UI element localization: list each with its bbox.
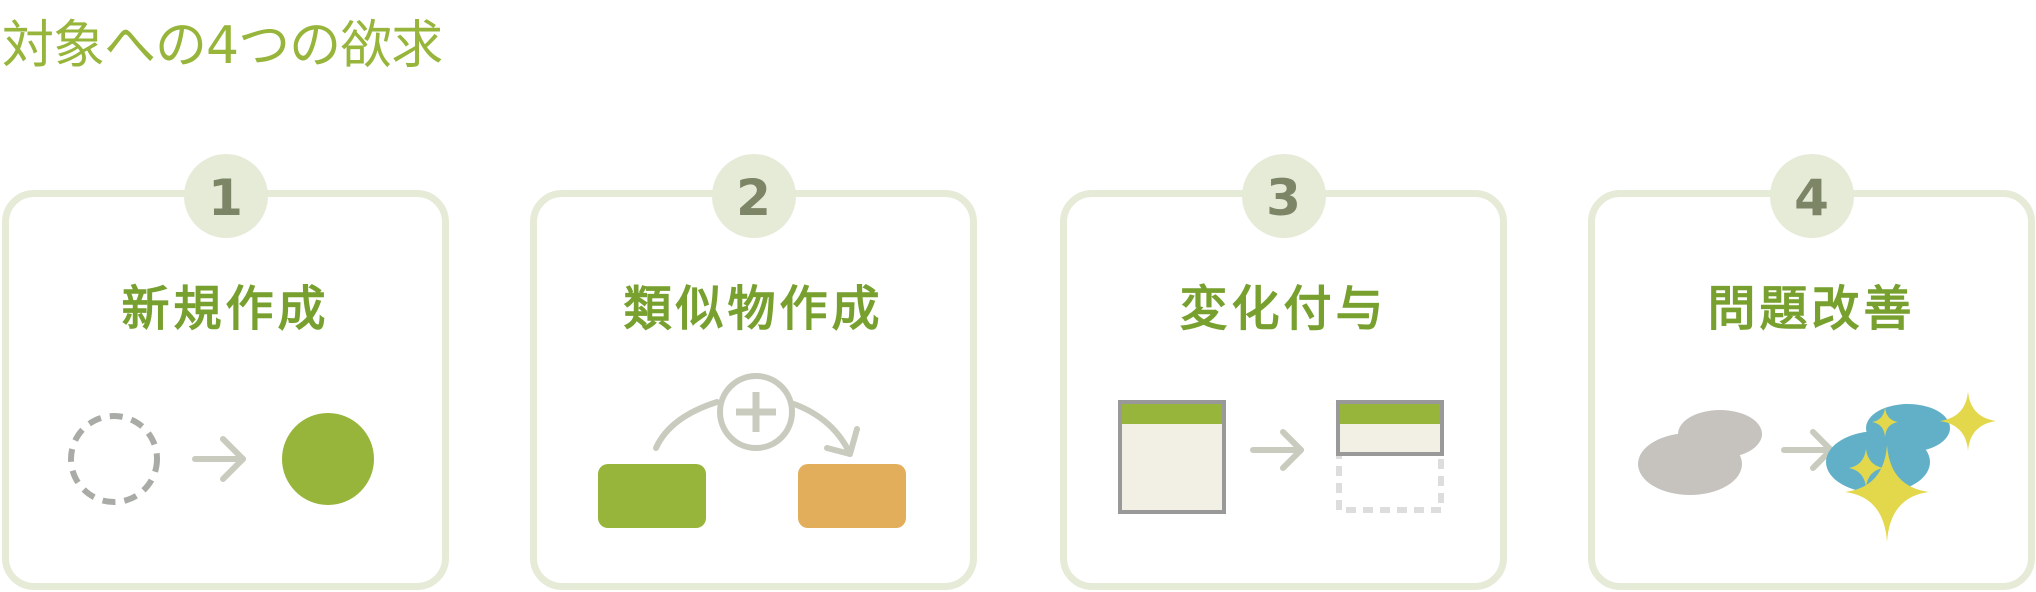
orange-block-icon <box>798 464 906 528</box>
illustration <box>1118 400 1444 514</box>
dashed-circle-icon <box>68 413 160 505</box>
card-title: 問題改善 <box>1707 281 1916 337</box>
arrow-right-icon <box>1781 429 1834 471</box>
badge-number: 4 <box>1794 169 1829 227</box>
number-badge: 3 <box>1241 154 1326 238</box>
card-new-creation: 1 新規作成 <box>2 154 449 590</box>
card-title: 類似物作成 <box>623 281 884 337</box>
card-add-change: 3 変化付与 <box>1060 154 1507 590</box>
sparkle-icon <box>1872 407 1898 437</box>
badge-number: 1 <box>208 169 243 227</box>
green-block-icon <box>598 464 706 528</box>
window-tall-icon <box>1118 400 1226 514</box>
number-badge: 2 <box>711 154 796 238</box>
badge-number: 3 <box>1266 169 1301 227</box>
arrow-right-icon <box>1250 429 1304 471</box>
plus-circle-icon <box>717 373 795 451</box>
sparkle-icon <box>1940 391 1996 451</box>
filled-circle-icon <box>282 413 374 505</box>
window-short-icon <box>1336 400 1444 513</box>
card-title: 変化付与 <box>1179 281 1388 337</box>
illustration <box>1638 391 1996 542</box>
sparkling-blob-icon <box>1826 391 1996 542</box>
curved-arrow-icon <box>653 399 860 457</box>
card-title: 新規作成 <box>121 281 330 337</box>
sparkle-icon <box>1845 445 1929 542</box>
arrow-right-icon <box>192 436 246 482</box>
sparkle-icon <box>1849 449 1883 487</box>
number-badge: 4 <box>1769 154 1854 238</box>
gray-blob-icon <box>1638 410 1762 495</box>
card-problem-improvement: 4 問題改善 <box>1588 154 2035 590</box>
number-badge: 1 <box>183 154 268 238</box>
card-similar-creation: 2 類似物作成 <box>530 154 977 590</box>
illustration <box>598 373 906 528</box>
page-title: 対象への4つの欲求 <box>2 16 443 76</box>
badge-number: 2 <box>736 169 771 227</box>
illustration <box>68 413 374 505</box>
